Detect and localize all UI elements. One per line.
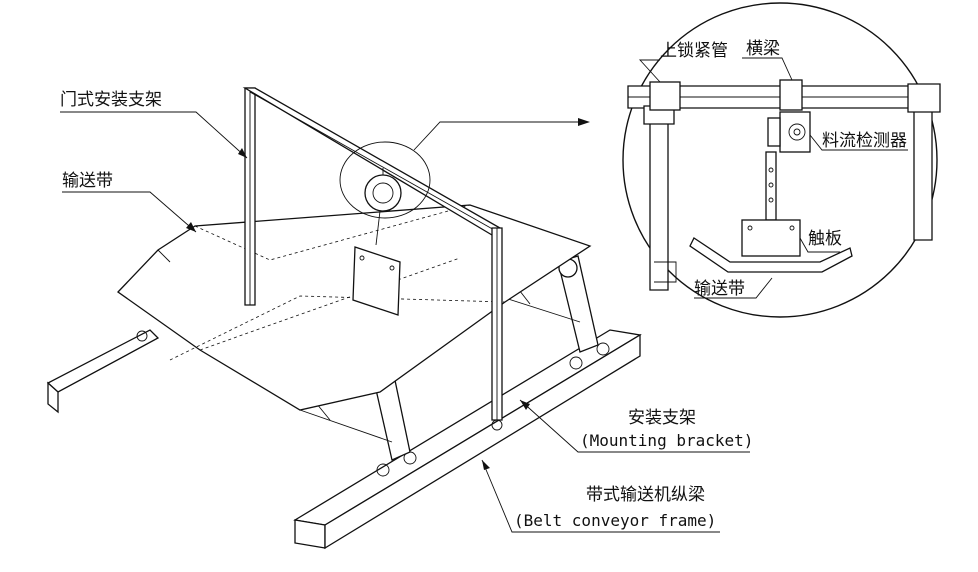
mounting-bracket-label-en: (Mounting bracket): [580, 431, 753, 450]
gantry-mount-label: 门式安装支架: [60, 90, 162, 110]
crossbeam-label: 横梁: [746, 39, 780, 59]
conveyor-belt: [117, 204, 592, 411]
belt-conveyor-frame: [46, 329, 642, 550]
belt-frame-label-cn: 带式输送机纵梁: [586, 485, 705, 505]
mounting-bracket-label-cn: 安装支架: [628, 408, 696, 428]
conveyor-belt-label: 输送带: [62, 171, 113, 191]
belt-frame-label-en: (Belt conveyor frame): [514, 511, 716, 530]
detail-view: [622, 2, 941, 318]
gantry-mount-bracket: [242, 87, 503, 431]
detail-belt-label: 输送带: [694, 279, 745, 299]
flow-detector-label: 料流检测器: [822, 131, 907, 151]
touch-plate-label: 触板: [808, 229, 842, 249]
flow-detector-assembly: [352, 168, 402, 316]
lock-tube-label: 上锁紧管: [660, 41, 728, 61]
detail-callout-circle: [339, 141, 431, 219]
